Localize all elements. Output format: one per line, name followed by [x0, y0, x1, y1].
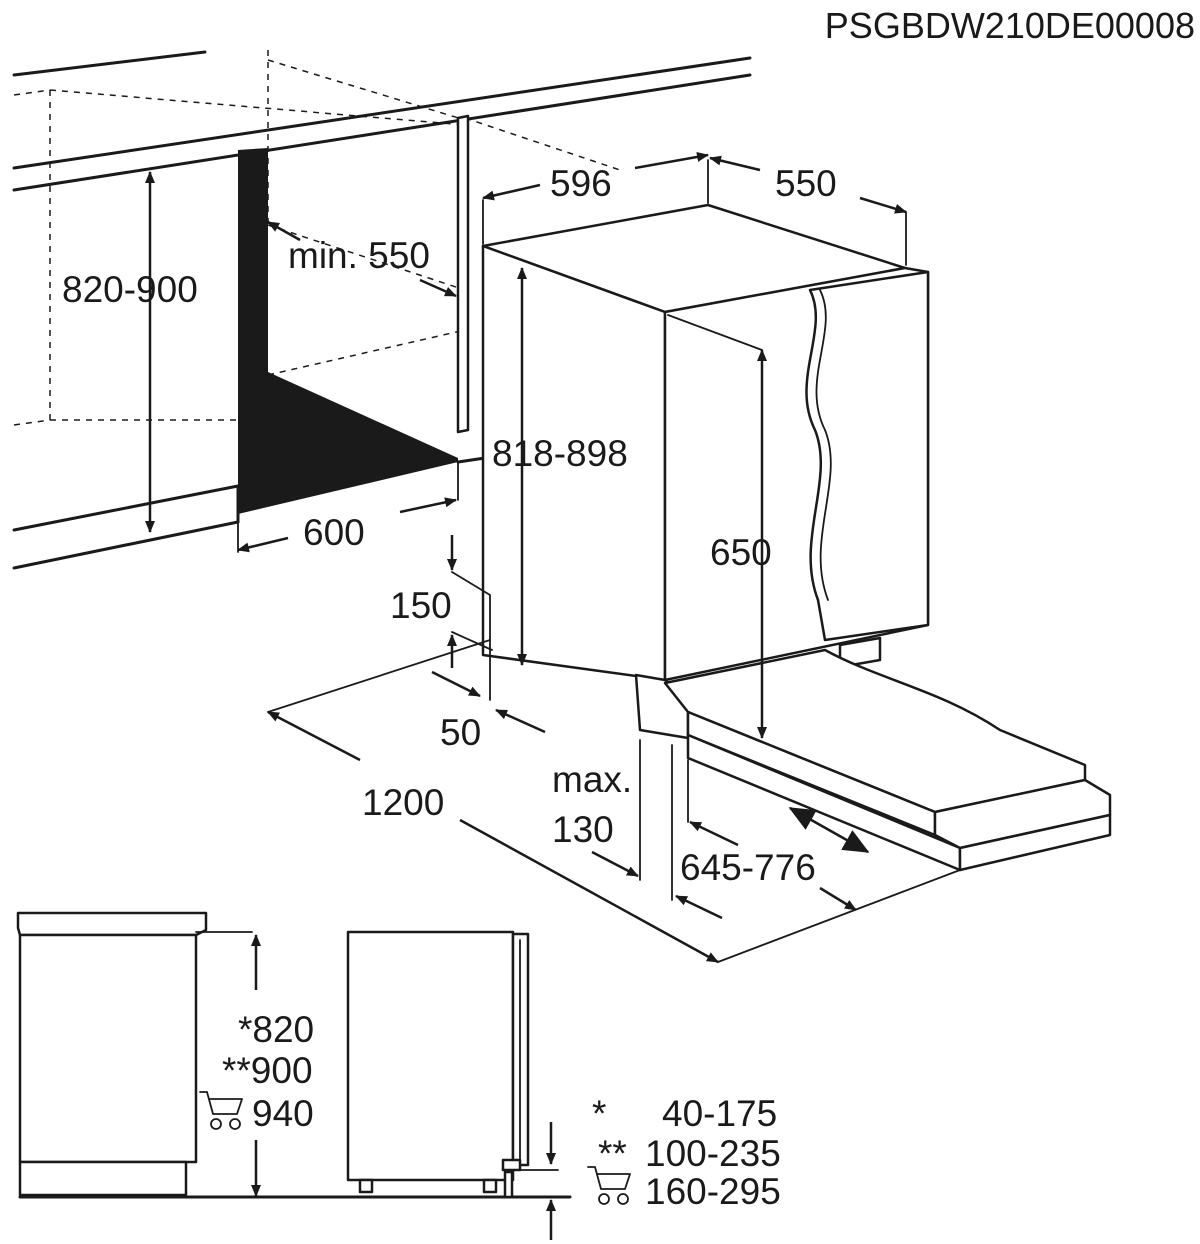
side-height-2: **900 — [222, 1050, 313, 1091]
plinth-height-label: 150 — [390, 585, 452, 626]
cabinet-height-label: 820-900 — [62, 269, 198, 310]
appliance-height-label: 818-898 — [492, 433, 628, 474]
side-height-1: *820 — [238, 1009, 314, 1050]
legend-mark-2: ** — [598, 1133, 627, 1174]
min-depth-label: min. 550 — [288, 235, 430, 276]
legend-mark-1: * — [592, 1093, 606, 1134]
side-view-right — [346, 930, 559, 1240]
appliance-depth-label: 550 — [775, 163, 837, 204]
plinth-gap-label: 50 — [440, 712, 481, 753]
shopping-cart-icon — [587, 1166, 631, 1205]
appliance-width-label: 596 — [550, 163, 612, 204]
side-view-left — [16, 911, 572, 1199]
door-height-label: 650 — [710, 532, 772, 573]
niche-width-label: 600 — [303, 512, 365, 553]
dimension-lines — [145, 152, 961, 964]
legend-value-3: 160-295 — [645, 1171, 781, 1212]
shopping-cart-icon — [199, 1091, 243, 1130]
max-value-label: 130 — [552, 809, 614, 850]
niche-shadow — [238, 148, 458, 514]
document-code: PSGBDW210DE00008 — [825, 5, 1195, 46]
kitchen-niche — [12, 50, 752, 570]
max-label: max. — [552, 759, 632, 800]
legend-value-1: 40-175 — [662, 1093, 777, 1134]
dishwasher-body — [481, 203, 1112, 872]
door-travel-label: 645-776 — [680, 847, 816, 888]
side-height-3: 940 — [252, 1093, 314, 1134]
legend-value-2: 100-235 — [645, 1133, 781, 1174]
door-clearance-label: 1200 — [362, 782, 444, 823]
